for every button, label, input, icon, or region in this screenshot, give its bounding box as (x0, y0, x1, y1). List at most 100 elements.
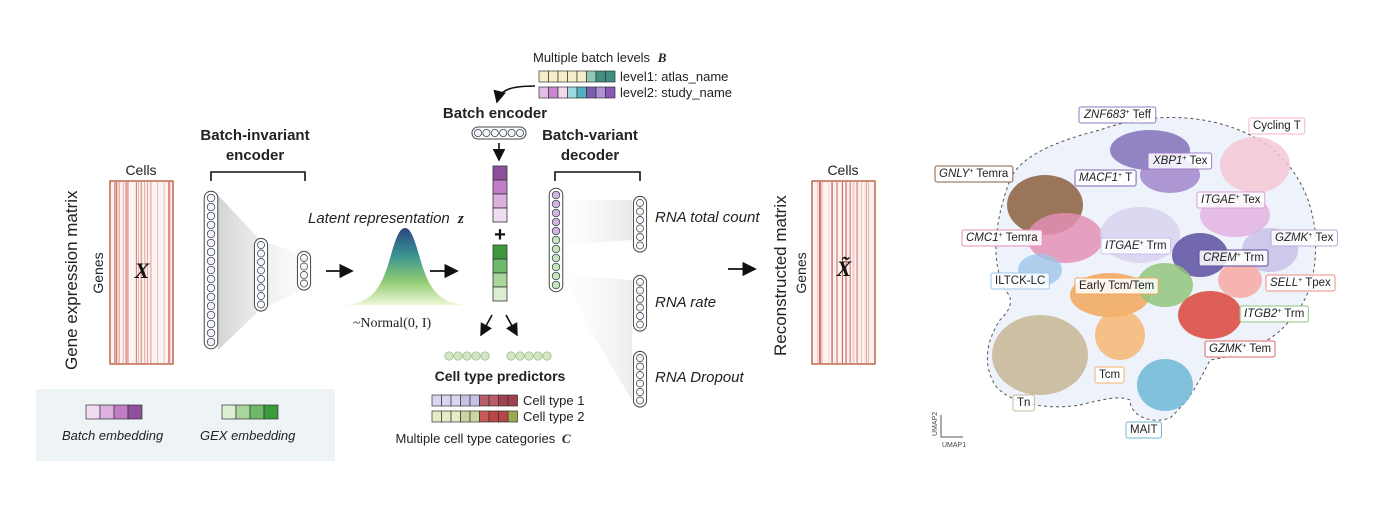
neuron-node (257, 300, 265, 309)
umap-label: GZMK+ Tem (1204, 340, 1276, 358)
batch-levels-header: Multiple batch levels B (533, 50, 667, 65)
decoder-title-line2: decoder (561, 147, 620, 164)
decoder-title-line1: Batch-variant (542, 127, 638, 144)
predictor-nodes-left (444, 351, 490, 361)
bar-cell (460, 394, 471, 407)
umap-label: SELL+ Tpex (1265, 274, 1336, 292)
latent-representation: Latent representation z ~Normal(0, I) (308, 210, 465, 331)
umap-label-text: SELL+ Tpex (1270, 277, 1331, 289)
bar-cell (85, 404, 101, 420)
umap-label-text: MACF1+ T (1079, 172, 1132, 184)
bar-cell (507, 394, 518, 407)
neuron-node (516, 128, 525, 137)
umap-label-text: ILTCK-LC (995, 275, 1045, 287)
neuron-node (636, 312, 644, 320)
umap-label-text: GZMK+ Tex (1275, 232, 1333, 244)
reconstructed-matrix: Reconstructed matrix Cells Genes X̃ (771, 162, 876, 365)
umap-label-text: ITGAE+ Trm (1105, 240, 1167, 252)
umap-label-box (1198, 249, 1269, 267)
umap-label-box (1012, 394, 1035, 412)
bar-cell (488, 394, 499, 407)
encoder-bracket (210, 171, 306, 181)
neuron-node (551, 280, 561, 290)
neuron-node (300, 279, 308, 288)
bar-cell (113, 404, 129, 420)
umap-label-box (1074, 277, 1159, 295)
bar-cell (488, 410, 499, 423)
cell-type2-bar (431, 410, 518, 423)
neuron-node (257, 258, 265, 266)
neuron-node (636, 295, 644, 303)
output-total-count-layer (632, 195, 648, 253)
bar-cell (479, 410, 490, 423)
neuron-node (206, 202, 216, 212)
output-rate-layer (632, 274, 648, 332)
neuron-node (257, 266, 265, 275)
umap-label-text: ITGAE+ Tex (1201, 194, 1261, 206)
umap-label: ITGB2+ Trm (1239, 305, 1309, 323)
encoder-title-line1: Batch-invariant (200, 127, 309, 144)
reconstructed-genes-label: Genes (793, 252, 809, 293)
neuron-node (515, 351, 525, 361)
encoder-layer-3 (296, 250, 312, 291)
umap-axis-y-label: UMAP2 (932, 412, 939, 436)
bar-cell (576, 86, 587, 99)
umap-label: Early Tcm/Tem (1074, 277, 1159, 295)
neuron-node (542, 351, 552, 361)
bar-cell (221, 404, 237, 420)
bar-cell (557, 86, 568, 99)
umap-label: CREM+ Trm (1198, 249, 1269, 267)
neuron-node (551, 226, 561, 236)
neuron-node (551, 235, 561, 245)
umap-label-box (1270, 229, 1338, 247)
umap-label: CMC1+ Temra (961, 229, 1043, 247)
neuron-node (551, 208, 561, 218)
bar-cell (99, 404, 115, 420)
embedding-cell (492, 165, 508, 181)
encoder-title-line2: encoder (226, 147, 285, 164)
umap-label-box (1147, 152, 1213, 170)
umap-label-box (934, 165, 1014, 183)
umap-label-box (1078, 106, 1157, 124)
neuron-node (524, 351, 534, 361)
batch-invariant-encoder: Batch-invariant encoder (200, 127, 312, 350)
bar-cell (586, 86, 597, 99)
legend-background (36, 389, 335, 461)
umap-cluster-mait (1137, 359, 1193, 411)
neuron-node (257, 241, 265, 249)
umap-label-box (1248, 117, 1306, 135)
bar-cell (450, 410, 461, 423)
embedding-cell (492, 207, 508, 223)
latent-label: Latent representation z (308, 210, 464, 227)
predictor-nodes-right (506, 351, 552, 361)
batch-encoder-title: Batch encoder (443, 105, 547, 122)
gene-matrix-texture (114, 182, 171, 363)
bar-cell (431, 410, 442, 423)
neuron-node (482, 128, 491, 137)
neuron-node (206, 328, 216, 338)
neuron-node (444, 351, 454, 361)
umap-label-text: CMC1+ Temra (966, 232, 1038, 244)
umap-label-box (1100, 237, 1172, 255)
umap-label-text: ZNF683+ Teff (1083, 109, 1152, 121)
legend-batch-swatch (85, 404, 143, 420)
neuron-node (300, 271, 308, 279)
predictors-footer: Multiple cell type categories C (396, 431, 571, 446)
umap-label: GZMK+ Tex (1270, 229, 1338, 247)
neuron-node (206, 319, 216, 329)
umap-cluster-cycling-t (1220, 137, 1290, 193)
neuron-node (551, 244, 561, 254)
neuron-node (533, 351, 543, 361)
batch-encoder-nodes (471, 126, 527, 140)
umap-label-text: Tcm (1099, 369, 1120, 381)
neuron-node (636, 224, 644, 233)
bar-cell (595, 86, 606, 99)
umap-label: Tn (1012, 394, 1035, 412)
embedding-cell (492, 179, 508, 195)
neuron-node (551, 217, 561, 227)
umap-cluster-sell-tpex (1218, 262, 1262, 298)
bar-cell (431, 394, 442, 407)
legend-panel: Batch embedding GEX embedding (36, 389, 335, 461)
latent-prior: ~Normal(0, I) (353, 316, 432, 331)
umap-cluster-tcm (1095, 310, 1145, 360)
